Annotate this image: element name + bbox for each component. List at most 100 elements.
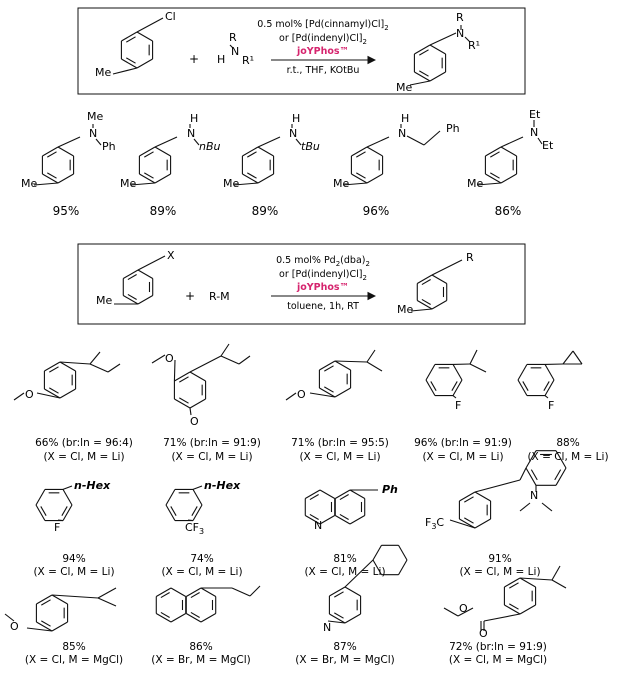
r2c-ph: Ph (382, 483, 398, 496)
r2c-yield: 81% (333, 553, 356, 565)
scheme2-ligand: joYPhos™ (296, 282, 349, 293)
s1-aryl-chloride-ring-bond (136, 31, 153, 42)
r1e-cyclopropyl (572, 350, 583, 365)
r3b-ring1-ring-bond (156, 587, 172, 597)
s1p-me-bond (476, 182, 502, 186)
s1-product-ring-bond (414, 44, 431, 55)
r3c-ring-bond (329, 613, 346, 624)
r1c-ring-bond (334, 360, 351, 371)
r1d-ipr2 (469, 363, 487, 373)
s2-rm: R-M (209, 290, 230, 303)
r1d-ipr (469, 349, 478, 365)
r2c-benzo-ring-bond (335, 489, 351, 499)
s1-prod-5-ring-bond (500, 146, 517, 157)
r1e-cond: (X = Cl, M = Li) (527, 451, 608, 463)
r1b-ethyl (220, 355, 240, 365)
r2d-biaryl-bond (519, 467, 527, 481)
r1d-ring-bond (425, 364, 436, 381)
r1d-ring-bond (452, 364, 463, 381)
s1-prod-2-ring-bond (139, 146, 156, 157)
r2b-ring-bond (165, 504, 176, 521)
r1a-ring-bond (59, 361, 76, 372)
s2-c-x-bond (137, 255, 166, 271)
s1-prod-3-ring-bond (242, 146, 259, 157)
s1p2-n: N (187, 127, 195, 140)
r2c-pyridine-double-bond (309, 513, 319, 520)
s1-prod-me: Me (396, 81, 412, 94)
s2-aryl-halide-double-bond (127, 293, 137, 300)
r3a-ome (4, 613, 15, 622)
r2c-benzo-ring-bond (349, 489, 365, 499)
s1-prod-3-double-bond (247, 172, 257, 179)
s1-prod-4-ring-bond (351, 173, 368, 184)
r3b-allyl (231, 587, 251, 597)
s2-prod-me: Me (397, 303, 413, 316)
r2c-pyridine-ring-bond (319, 489, 335, 499)
r3d-ring-bond (504, 604, 521, 615)
r2c-pyridine-double-bond (309, 494, 319, 501)
r2b-double-bond (191, 506, 198, 516)
r1b-ring-bond (174, 371, 191, 382)
s1-product-4: H N Ph Me 96% (333, 112, 460, 218)
r3d-ipr2 (551, 579, 567, 589)
r3d-yield: 72% (br:ln = 91:9) (449, 641, 547, 653)
r3b-ring2-ring-bond (186, 613, 202, 623)
r2d-ring-b-ring-bond (525, 467, 537, 486)
s1p1-sub: Ph (102, 140, 116, 153)
s1-me-bond (112, 67, 138, 75)
s1-aryl-chloride-ring-bond (136, 58, 153, 69)
r1a-ome (13, 392, 25, 401)
r1a-branch (89, 351, 101, 365)
s1-prod-n: N (456, 27, 464, 40)
r1a-ethyl (89, 363, 109, 373)
r2a-f-bond (57, 519, 64, 522)
r3b-allyl (249, 585, 261, 597)
r2b-double-bond (170, 506, 177, 516)
s1-aryl-chloride-ring-bond (121, 58, 138, 69)
r1e-ring-bond (517, 379, 528, 396)
s1p1-me: Me (21, 177, 37, 190)
s2-aryl-halide-ring-bond (123, 269, 139, 279)
r3d-o2: O (479, 627, 488, 640)
r1d-double-bond (430, 381, 437, 391)
s2-product-ring-bond (417, 300, 433, 310)
r1c-ring-bond (319, 360, 336, 371)
r3a-ring-bond (51, 594, 68, 605)
r2d-ring-a-double-bond (464, 496, 474, 503)
r2b-hex-bond (192, 485, 203, 490)
r2d-nme2 (541, 502, 553, 512)
r2c-pyridine-ring-bond (319, 515, 335, 525)
scheme2-cond-line2: or [Pd(indenyl)Cl]2 (279, 269, 367, 282)
s1p4-top: H (401, 112, 409, 125)
s1-c-cl-bond (136, 17, 164, 33)
s1-prod-5-double-bond (490, 172, 500, 179)
s1-prod-1-ring-bond (42, 146, 59, 157)
s1-prod-1-double-bond (47, 151, 57, 158)
s1p4-n: N (398, 127, 406, 140)
r1c-o-bond (309, 392, 336, 398)
r2d-biaryl-bond (474, 479, 521, 493)
scheme1-box (77, 7, 526, 95)
r2d-ring-a-ring-bond (459, 491, 476, 502)
r1a-ring-bond (44, 388, 61, 399)
r3d-ethyl (443, 607, 459, 617)
s1-prod-r: R (456, 11, 464, 24)
r2b-nhex: n-Hex (204, 479, 241, 492)
r3d-ipr (551, 565, 561, 581)
s1p5-sub: Et (542, 139, 554, 152)
r1d-f: F (455, 399, 461, 412)
r3b-yield: 86% (189, 641, 212, 653)
s1-product-5: Et N Et Me 86% (467, 108, 554, 218)
s2-me-label: Me (96, 294, 112, 307)
s1-product-1: Me N Ph Me 95% (21, 110, 116, 218)
r2d-ring-a-double-bond (464, 517, 474, 524)
r1c-ome (285, 392, 297, 401)
r2d-ring-b-double-bond (554, 469, 562, 481)
r3c-cyclohexyl (372, 559, 382, 575)
r2d-ring-b-double-bond (530, 469, 538, 481)
r2a-yield: 94% (62, 553, 85, 565)
s1-prod-4-ring-bond (366, 146, 383, 157)
r3c-cy-bond (344, 559, 374, 588)
s1-amine-h: H (217, 53, 225, 66)
r3d-double-bond (509, 603, 519, 610)
